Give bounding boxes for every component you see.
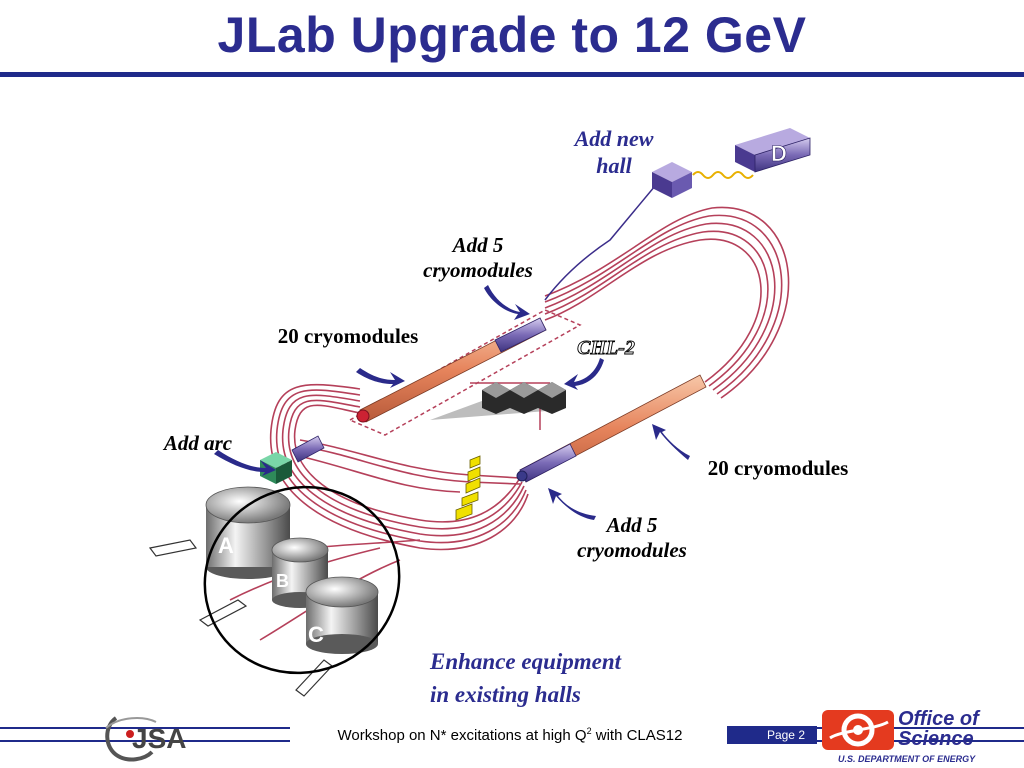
office-line1: Office of <box>898 708 979 730</box>
top-linac-box <box>348 309 582 436</box>
chl2-label: CHL-2 <box>577 337 635 359</box>
footer-workshop-text: Workshop on N* excitations at high Q <box>337 727 587 744</box>
doe-subtitle: U.S. DEPARTMENT OF ENERGY <box>838 754 976 764</box>
jsa-logo: JSA <box>105 716 186 762</box>
hall-a-label: A <box>218 533 234 558</box>
add-new-hall-line2: hall <box>596 153 632 178</box>
office-of-science-emblem <box>822 710 894 750</box>
cryo20-right-label: 20 cryomodules <box>708 456 849 480</box>
yellow-magnets <box>455 455 481 521</box>
hall-d-label: D <box>771 141 787 166</box>
pointer-arrows <box>214 285 690 520</box>
hall-d-small-box <box>652 162 692 198</box>
page-number: Page 2 <box>727 726 817 744</box>
top-linac <box>356 317 547 423</box>
arrow-add5-bottom <box>548 488 596 520</box>
hall-d-wave <box>692 171 754 179</box>
footer-workshop: Workshop on N* excitations at high Q2 wi… <box>290 718 730 744</box>
existing-halls-ellipse <box>203 485 401 675</box>
diagram-labels: Add new hall Add 5 cryomodules 20 cryomo… <box>162 126 848 707</box>
accelerator-diagram: D A B C <box>148 126 848 707</box>
hall-c: C <box>305 576 379 654</box>
arrow-20cryo-right <box>652 424 690 460</box>
footer-workshop-sup: 2 <box>586 726 592 736</box>
office-line2: Science <box>898 728 974 750</box>
add5-bottom-line1: Add 5 <box>605 513 658 537</box>
enhance-line2: in existing halls <box>430 682 581 707</box>
add5-bottom-line2: cryomodules <box>577 538 687 562</box>
add5-top-line2: cryomodules <box>423 258 533 282</box>
cryo20-top-label: 20 cryomodules <box>278 324 419 348</box>
arrow-chl2 <box>564 358 604 390</box>
enhance-line1: Enhance equipment <box>429 649 622 674</box>
footer-workshop-text-end: with CLAS12 <box>591 727 683 744</box>
arrow-add5-top <box>484 285 530 320</box>
chl2-refrigerator <box>430 382 566 430</box>
hall-d-box: D <box>735 128 811 173</box>
injector <box>291 435 325 463</box>
add5-top-line1: Add 5 <box>451 233 504 257</box>
page-title: JLab Upgrade to 12 GeV <box>217 7 807 63</box>
arrow-add-arc <box>214 450 276 476</box>
office-of-science-text: Office of Science <box>898 709 979 749</box>
hall-b: B <box>271 537 329 608</box>
hall-c-label: C <box>308 622 324 647</box>
add-arc-label: Add arc <box>162 431 233 455</box>
add-new-hall-line1: Add new <box>573 126 654 151</box>
jsa-logo-text: JSA <box>132 723 186 754</box>
bottom-linac <box>516 374 707 483</box>
hall-b-label: B <box>276 571 289 591</box>
title-rule <box>0 72 1024 77</box>
hall-d-beamline <box>544 179 661 301</box>
arrow-20cryo-top <box>356 368 405 388</box>
